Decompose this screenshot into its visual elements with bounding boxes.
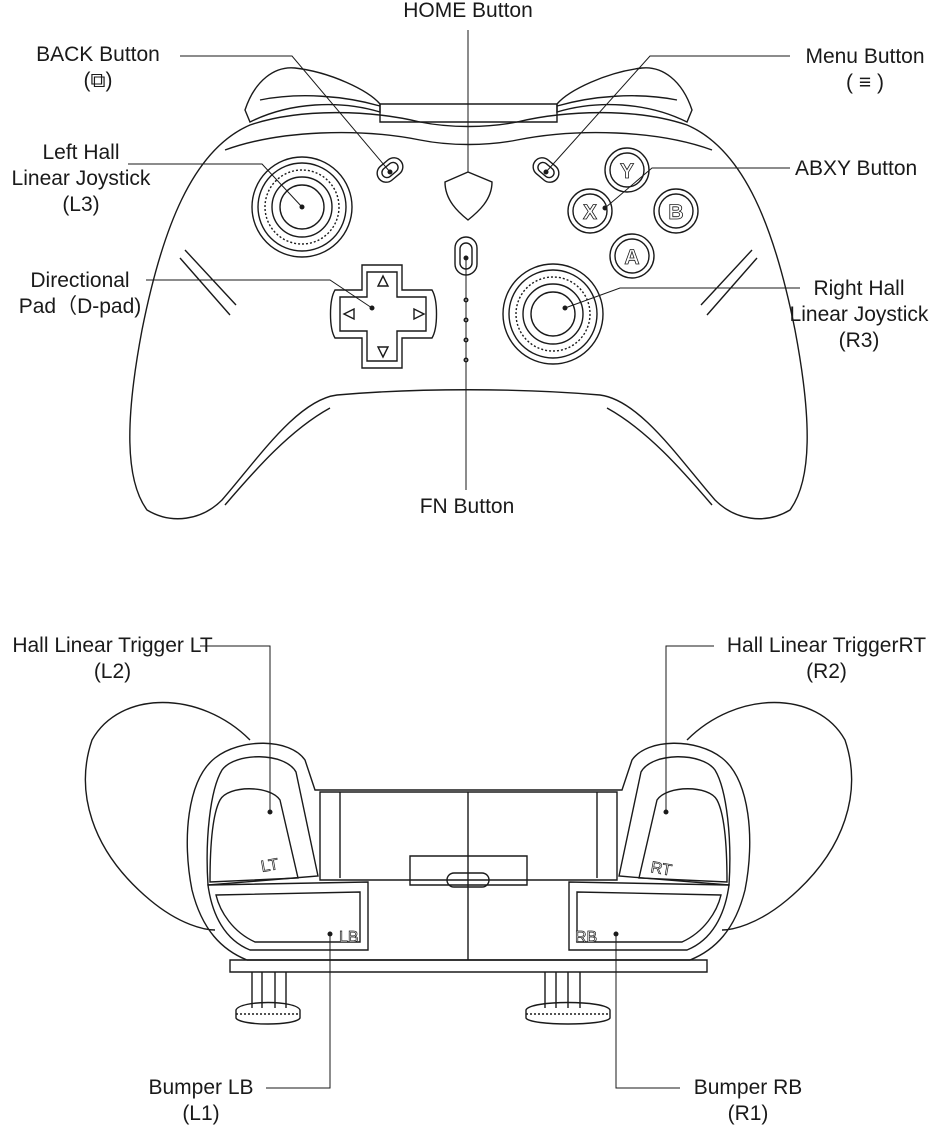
left-thumbstick-top xyxy=(235,972,301,1025)
top-body xyxy=(186,742,751,961)
dpad-label: Directional Pad（D-pad) xyxy=(10,268,150,320)
lt-mark: LT xyxy=(260,856,280,876)
left-joystick-line1: Left Hall xyxy=(42,141,120,164)
left-joystick-line2: Linear Joystick xyxy=(11,167,151,190)
face-button-y: Y xyxy=(604,147,650,193)
rt-mark: RT xyxy=(649,859,673,879)
leader-left-bumper xyxy=(266,934,331,1089)
right-thumbstick-top xyxy=(525,972,611,1025)
face-button-x: X xyxy=(567,188,613,234)
right-trigger xyxy=(638,788,728,883)
right-bumper-inner xyxy=(576,891,722,943)
right-bumper-edge xyxy=(556,95,678,107)
right-bumper-label: Bumper RB (R1) xyxy=(683,1075,813,1127)
face-button-a-label: A xyxy=(624,246,639,269)
left-trigger-label: Hall Linear Trigger LT (L2) xyxy=(0,633,225,685)
right-trigger-line2: (R2) xyxy=(806,660,847,683)
left-bumper-line2: (L1) xyxy=(182,1102,220,1125)
usb-area xyxy=(409,855,528,886)
controller-front-view: Y X B A xyxy=(129,67,808,520)
left-bumper xyxy=(207,881,369,951)
bottom-strip xyxy=(229,959,708,973)
rb-mark: RB xyxy=(575,929,597,946)
center-plate-divider xyxy=(339,792,598,960)
left-bumper-line1: Bumper LB xyxy=(148,1076,254,1099)
dpad xyxy=(329,264,438,369)
right-trigger-label: Hall Linear TriggerRT (R2) xyxy=(714,633,939,685)
left-trigger-line2: (L2) xyxy=(93,660,132,683)
right-joystick-line3: (R3) xyxy=(838,329,880,352)
right-shoulder-bump xyxy=(556,67,693,123)
left-trigger-line1: Hall Linear Trigger LT xyxy=(12,634,213,657)
dpad-left-arrow-icon xyxy=(342,307,355,321)
dpad-down-arrow-icon xyxy=(376,346,390,359)
back-button-symbol: (⧉) xyxy=(83,69,113,92)
menu-button-label: Menu Button ( ≡ ) xyxy=(790,44,939,96)
menu-button-symbol: ( ≡ ) xyxy=(846,71,884,94)
right-side-stroke xyxy=(700,249,758,316)
left-joystick-label: Left Hall Linear Joystick (L3) xyxy=(0,140,164,218)
dpad-right-arrow-icon xyxy=(413,307,426,321)
back-button-label: BACK Button (⧉) xyxy=(18,42,178,94)
controller-top-view: LT RT LB RB xyxy=(84,701,853,1025)
menu-button xyxy=(532,157,560,183)
leader-menu xyxy=(545,55,790,173)
dpad-line2: Pad（D-pad) xyxy=(18,295,142,318)
home-button xyxy=(444,171,493,221)
leader-right-trigger xyxy=(665,645,714,812)
leader-right-joystick xyxy=(564,287,800,309)
left-trigger-outer xyxy=(206,756,319,886)
back-button-name: BACK Button xyxy=(36,43,160,66)
top-leader-lines xyxy=(200,645,714,1089)
left-shoulder-bump xyxy=(244,67,381,123)
leader-abxy xyxy=(604,167,790,209)
right-joystick-label: Right Hall Linear Joystick (R3) xyxy=(776,276,939,354)
right-trigger-outer xyxy=(618,756,731,886)
left-grip-line xyxy=(224,407,331,506)
right-grip-back xyxy=(686,701,853,931)
leader-left-trigger xyxy=(200,645,271,812)
abxy-button-label: ABXY Button xyxy=(795,157,918,180)
right-bumper xyxy=(568,881,730,951)
back-button xyxy=(376,157,404,183)
right-bumper-line1: Bumper RB xyxy=(693,1076,803,1099)
dpad-up-arrow-icon xyxy=(376,274,390,287)
dpad-line1: Directional xyxy=(30,269,130,292)
right-joystick xyxy=(502,263,604,365)
left-bumper-edge xyxy=(259,95,381,107)
controller-body xyxy=(129,111,808,520)
face-button-b: B xyxy=(653,188,699,234)
menu-button-name: Menu Button xyxy=(805,45,925,68)
right-bumper-line2: (R1) xyxy=(727,1102,769,1125)
lb-mark: LB xyxy=(339,929,359,946)
top-band xyxy=(379,103,558,123)
left-trigger xyxy=(209,788,299,883)
right-joystick-line1: Right Hall xyxy=(813,277,905,300)
fn-button-label: FN Button xyxy=(419,495,515,518)
right-joystick-line2: Linear Joystick xyxy=(789,303,929,326)
right-trigger-line1: Hall Linear TriggerRT xyxy=(726,634,927,657)
left-side-stroke xyxy=(179,249,237,316)
left-bumper-inner xyxy=(215,891,361,943)
leader-left-joystick xyxy=(128,163,303,208)
center-plate xyxy=(319,791,618,881)
left-joystick xyxy=(251,156,353,258)
face-button-x-label: X xyxy=(583,201,597,224)
face-button-y-label: Y xyxy=(620,160,634,183)
home-button-label: HOME Button xyxy=(403,0,533,22)
right-grip-line xyxy=(606,407,713,506)
face-button-a: A xyxy=(609,233,655,279)
usb-port xyxy=(446,872,490,888)
left-grip-back xyxy=(84,701,251,931)
face-button-b-label: B xyxy=(668,201,683,224)
front-leader-lines xyxy=(128,30,800,490)
leader-back xyxy=(180,55,391,173)
left-joystick-line3: (L3) xyxy=(62,193,100,216)
left-bumper-label: Bumper LB (L1) xyxy=(136,1075,266,1127)
leader-dpad xyxy=(146,279,373,309)
leader-right-bumper xyxy=(615,934,680,1089)
